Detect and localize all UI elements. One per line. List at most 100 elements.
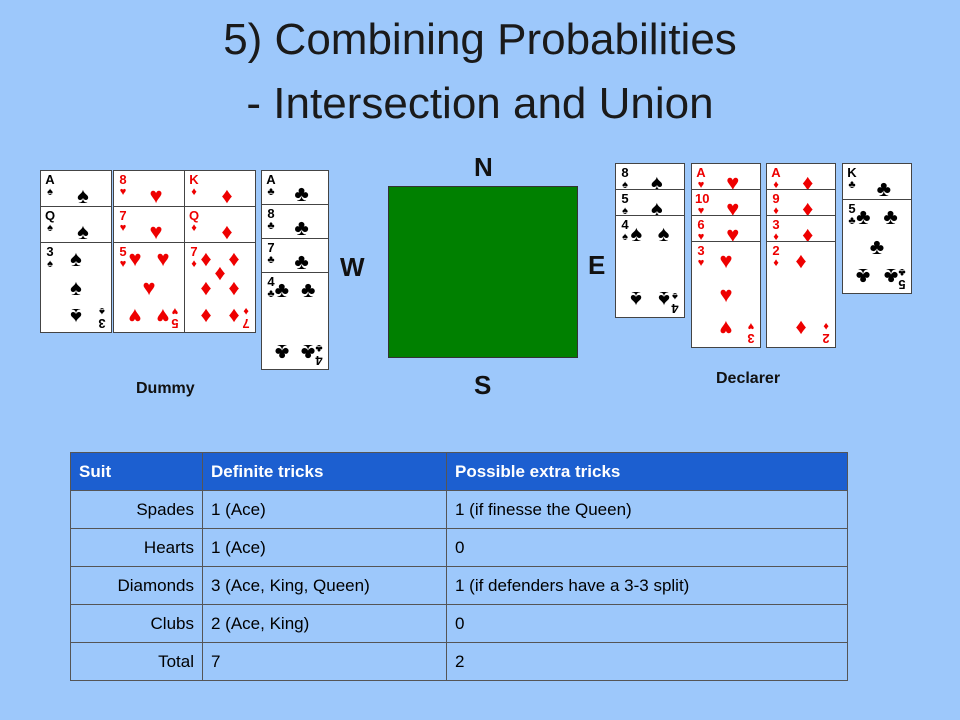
playing-card-8-of-hearts: 8♥♥: [113, 170, 185, 212]
label-declarer: Declarer: [716, 370, 781, 387]
header-suit: Suit: [70, 452, 203, 491]
spade-index-icon: ♠: [99, 305, 105, 317]
compass-north: N: [474, 152, 493, 182]
spade-pip-icon: ♠: [650, 169, 663, 195]
card-rank-label: 9: [772, 191, 780, 206]
card-rank-label: 8: [119, 172, 127, 187]
spade-index-icon: ♠: [622, 179, 628, 191]
card-index: 5♣: [896, 266, 908, 292]
cell-definite: 3 (Ace, King, Queen): [202, 566, 447, 605]
cell-extra: 0: [446, 604, 848, 643]
heart-pip-icon: ♥: [719, 281, 733, 307]
heart-index-icon: ♥: [697, 257, 705, 269]
card-rank-label: 5: [171, 316, 179, 331]
compass-east: E: [588, 250, 606, 280]
spade-pip-icon: ♠: [657, 286, 670, 312]
card-rank-label: 4: [315, 353, 323, 368]
card-index: 10♥: [695, 191, 710, 217]
spade-pip-icon: ♠: [630, 221, 643, 247]
card-index: A♥: [695, 166, 707, 191]
card-index: 2♦: [770, 244, 782, 269]
card-index: 5♣: [846, 202, 858, 227]
heart-index-icon: ♥: [171, 305, 179, 317]
compass-west: W: [340, 252, 365, 282]
heart-index-icon: ♥: [119, 222, 127, 234]
card-rank-label: 4: [267, 274, 275, 289]
card-rank-label: A: [45, 172, 55, 187]
card-rank-label: 7: [267, 240, 275, 255]
card-rank-label: 3: [772, 217, 780, 232]
club-index-icon: ♣: [898, 266, 906, 278]
club-index-icon: ♣: [848, 215, 856, 227]
playing-card-2-of-diamonds: ♦♦2♦2♦: [766, 241, 836, 348]
playing-card-5-of-clubs: ♣♣♣♣♣5♣5♣: [842, 199, 912, 294]
heart-index-icon: ♥: [697, 205, 705, 217]
card-index: 5♠: [619, 192, 631, 217]
heart-index-icon: ♥: [747, 320, 755, 332]
card-index: 4♠: [669, 290, 681, 316]
diamond-pip-icon: ♦: [228, 246, 240, 272]
cell-extra: 1 (if finesse the Queen): [446, 490, 848, 529]
heart-pip-icon: ♥: [726, 221, 740, 247]
table-row: Clubs 2 (Ace, King) 0: [70, 604, 848, 643]
club-index-icon: ♣: [267, 288, 275, 300]
spade-pip-icon: ♠: [70, 274, 82, 300]
heart-pip-icon: ♥: [128, 303, 142, 329]
label-dummy: Dummy: [136, 380, 195, 397]
club-pip-icon: ♣: [294, 181, 309, 207]
club-index-icon: ♣: [267, 254, 275, 266]
spade-index-icon: ♠: [47, 222, 53, 234]
diamond-index-icon: ♦: [191, 186, 197, 198]
spade-pip-icon: ♠: [657, 221, 670, 247]
playing-card-k-of-clubs: K♣♣: [842, 163, 912, 205]
diamond-pip-icon: ♦: [214, 260, 226, 286]
playing-card-5-of-hearts: ♥♥♥♥♥5♥5♥: [113, 242, 185, 333]
card-rank-label: 3: [697, 243, 705, 258]
diamond-index-icon: ♦: [773, 257, 779, 269]
playing-card-7-of-clubs: 7♣♣: [261, 238, 329, 278]
diamond-index-icon: ♦: [191, 222, 197, 234]
heart-index-icon: ♥: [119, 258, 127, 270]
heart-pip-icon: ♥: [149, 182, 163, 208]
diamond-index-icon: ♦: [243, 305, 249, 317]
card-index: Q♠: [44, 209, 56, 234]
card-rank-label: 6: [697, 217, 705, 232]
card-rank-label: A: [696, 165, 706, 180]
card-rank-label: 3: [98, 316, 106, 331]
cell-suit: Total: [70, 642, 203, 681]
playing-card-4-of-clubs: ♣♣♣♣4♣4♣: [261, 272, 329, 370]
diamond-index-icon: ♦: [773, 231, 779, 243]
cell-definite: 7: [202, 642, 447, 681]
card-rank-label: 10: [695, 191, 710, 206]
card-index: 7♦: [188, 245, 200, 270]
card-index: 3♠: [44, 245, 56, 270]
diamond-index-icon: ♦: [773, 179, 779, 191]
card-rank-label: Q: [44, 208, 56, 223]
playing-card-7-of-hearts: 7♥♥: [113, 206, 185, 248]
card-index: 4♣: [265, 275, 277, 300]
spade-pip-icon: ♠: [70, 246, 82, 272]
playing-card-a-of-clubs: A♣ ♣: [261, 170, 329, 210]
card-index: 8♣: [265, 207, 277, 232]
club-pip-icon: ♣: [869, 233, 885, 259]
playing-card-4-of-spades: ♠♠♠♠4♠4♠: [615, 215, 685, 318]
card-index: 3♥: [695, 244, 707, 269]
card-rank-label: 5: [848, 201, 856, 216]
card-rank-label: Q: [188, 208, 200, 223]
club-pip-icon: ♣: [300, 277, 316, 303]
diamond-pip-icon: ♦: [802, 195, 814, 221]
card-index: 8♥: [117, 173, 129, 198]
club-pip-icon: ♣: [856, 264, 871, 290]
card-rank-label: A: [266, 172, 276, 187]
heart-pip-icon: ♥: [726, 195, 740, 221]
card-rank-label: 3: [747, 331, 755, 346]
playing-card-q-of-diamonds: Q♦♦: [184, 206, 256, 248]
card-index: 7♣: [265, 241, 277, 266]
card-index: 3♦: [770, 218, 782, 243]
card-index: A♣: [265, 173, 277, 198]
card-index: 6♥: [695, 218, 707, 243]
table-row: Diamonds 3 (Ace, King, Queen) 1 (if defe…: [70, 566, 848, 605]
heart-index-icon: ♥: [119, 186, 127, 198]
card-rank-label: K: [189, 172, 199, 187]
card-rank-label: 7: [119, 208, 127, 223]
